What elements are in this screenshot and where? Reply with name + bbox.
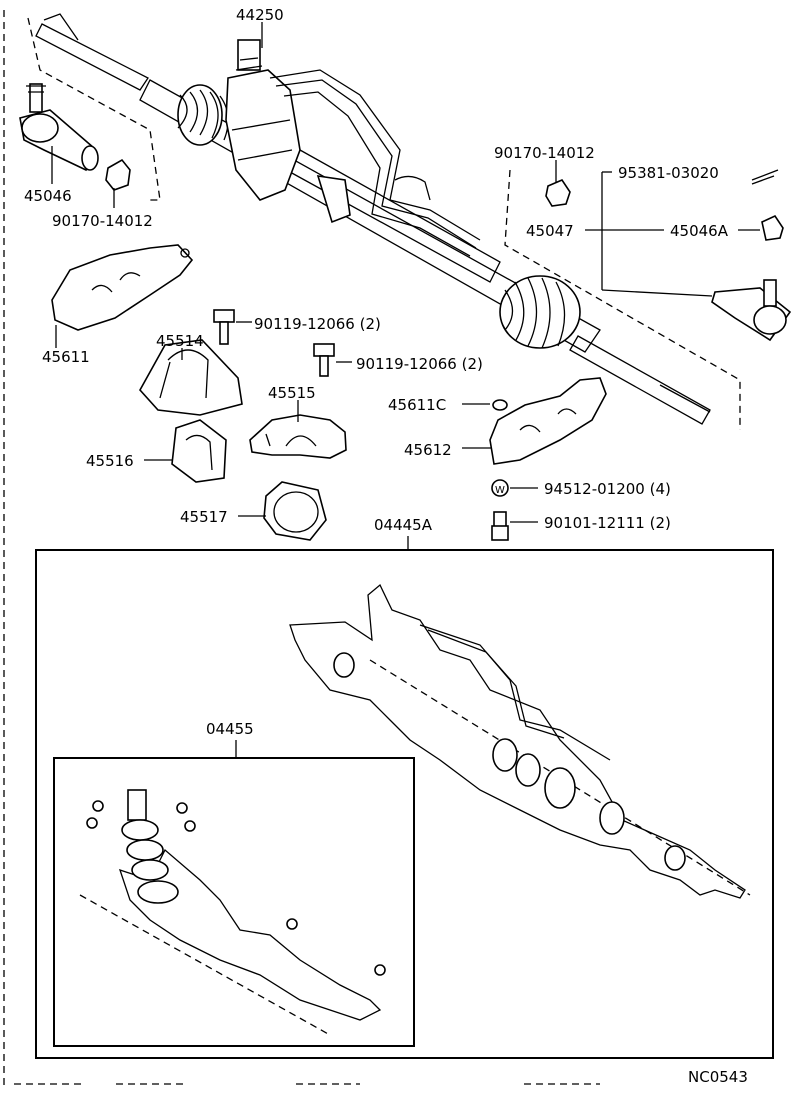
clamp-45514 [139, 339, 243, 416]
callout-labels: 44250 45046 90170-14012 90170-14012 9538… [24, 6, 729, 738]
callout-45514: 45514 [156, 332, 204, 350]
callout-45516: 45516 [86, 452, 134, 470]
tie-rod-end-left [19, 83, 99, 172]
phantom-outline-right [504, 169, 741, 430]
cylinder-end [316, 175, 351, 224]
bushing-45516 [171, 419, 227, 483]
tie-rod-end-right [711, 279, 792, 342]
rack-housing-tube [139, 79, 601, 353]
seal-kit-outline [79, 789, 386, 1036]
phantom-outline-left [27, 17, 161, 201]
callout-45047: 45047 [526, 222, 574, 240]
callout-45611C: 45611C [388, 396, 446, 414]
lock-nut-left [105, 158, 131, 191]
callout-90170-left: 90170-14012 [52, 212, 153, 230]
kit-box-04445A [35, 549, 774, 1059]
right-tie-rod [569, 335, 711, 425]
callout-90119-b: 90119-12066 (2) [356, 355, 483, 373]
lock-nut-right [545, 179, 571, 207]
callout-45515: 45515 [268, 384, 316, 402]
castle-nut [761, 214, 784, 241]
callout-45612: 45612 [404, 441, 452, 459]
callout-94512: 94512-01200 (4) [544, 480, 671, 498]
rack-and-pinion-assembly [27, 13, 741, 430]
callout-90101: 90101-12111 (2) [544, 514, 671, 532]
leader-lines [51, 22, 760, 758]
washer-mark: W [495, 485, 505, 496]
washer-94512 [491, 479, 509, 497]
bolt-90119-a [213, 309, 235, 345]
bushing-45517 [263, 481, 327, 541]
callout-45611: 45611 [42, 348, 90, 366]
left-boot [177, 84, 229, 146]
hydraulic-lines [269, 69, 481, 257]
left-tie-rod [35, 23, 149, 91]
gasket-kit-outline [289, 583, 751, 899]
bracket-45611 [51, 244, 194, 331]
spacer-45611C [492, 399, 508, 411]
kit-box-04455 [53, 757, 415, 1047]
callout-04455: 04455 [206, 720, 254, 738]
callout-95381: 95381-03020 [618, 164, 719, 182]
right-boot [499, 275, 581, 349]
bracket-45612 [489, 377, 607, 465]
pinion-valve-housing [225, 39, 301, 201]
callout-45517: 45517 [180, 508, 228, 526]
callout-04445A: 04445A [374, 516, 433, 534]
drawing-code: NC0543 [688, 1068, 748, 1086]
callout-44250: 44250 [236, 6, 284, 24]
callout-90170-right: 90170-14012 [494, 144, 595, 162]
callout-90119-a: 90119-12066 (2) [254, 315, 381, 333]
bolt-90101 [491, 511, 509, 541]
bolt-90119-b [313, 343, 335, 377]
footer: NC0543 [14, 1068, 748, 1086]
cotter-pin [751, 169, 779, 185]
callout-45046A: 45046A [670, 222, 729, 240]
callout-45046: 45046 [24, 187, 72, 205]
